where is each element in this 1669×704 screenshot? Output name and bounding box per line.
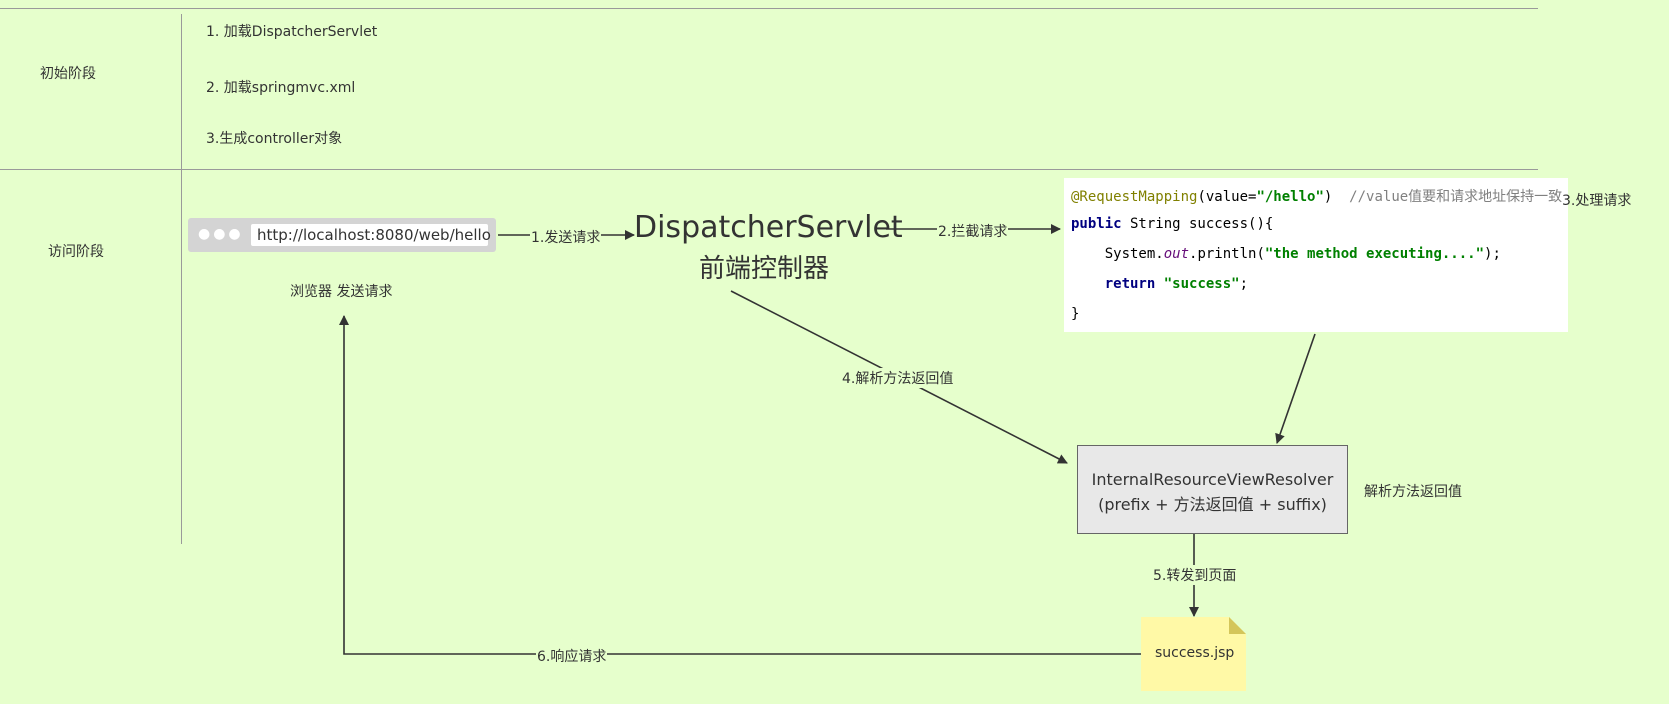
top-divider bbox=[0, 8, 1538, 9]
code-line-3: System.out.println("the method executing… bbox=[1071, 246, 1501, 262]
edge-6-line bbox=[339, 315, 1141, 655]
edge-4-label: 4.解析方法返回值 bbox=[841, 368, 955, 388]
browser-caption: 浏览器 发送请求 bbox=[290, 284, 393, 300]
browser-dots-icon: ●●● bbox=[198, 226, 244, 242]
edge-1-label: 1.发送请求 bbox=[530, 227, 602, 247]
jsp-note-fold bbox=[1229, 617, 1246, 634]
init-step-1: 1. 加载DispatcherServlet bbox=[206, 24, 378, 40]
browser-url-field: http://localhost:8080/web/hello bbox=[251, 224, 491, 246]
resolver-formula: (prefix + 方法返回值 + suffix) bbox=[1098, 495, 1327, 514]
jsp-label: success.jsp bbox=[1155, 645, 1235, 661]
code-line-4: return "success"; bbox=[1104, 276, 1249, 292]
code-line-2: public String success(){ bbox=[1071, 216, 1274, 232]
dispatcher-subtitle: 前端控制器 bbox=[698, 254, 829, 284]
code-line-1: @RequestMapping(value="/hello") //value值… bbox=[1071, 189, 1563, 205]
lane-header-divider bbox=[181, 14, 182, 544]
code-line-5: } bbox=[1071, 306, 1080, 322]
edge-3-line bbox=[1275, 333, 1316, 444]
resolver-name: InternalResourceViewResolver bbox=[1091, 470, 1334, 489]
init-step-3: 3.生成controller对象 bbox=[206, 131, 343, 147]
jsp-note bbox=[1141, 617, 1246, 691]
init-step-2: 2. 加载springmvc.xml bbox=[206, 80, 356, 96]
edge-5-label: 5.转发到页面 bbox=[1152, 565, 1238, 585]
access-phase-label: 访问阶段 bbox=[48, 244, 104, 260]
init-phase-label: 初始阶段 bbox=[40, 66, 96, 82]
edge-3-label: 3.处理请求 bbox=[1562, 193, 1632, 209]
resolver-note: 解析方法返回值 bbox=[1364, 484, 1462, 500]
dispatcher-title: DispatcherServlet bbox=[634, 210, 903, 245]
browser-bar: ●●● http://localhost:8080/web/hello bbox=[188, 218, 496, 252]
view-resolver-box: InternalResourceViewResolver (prefix + 方… bbox=[1077, 445, 1348, 534]
code-snippet: @RequestMapping(value="/hello") //value值… bbox=[1064, 178, 1568, 332]
phase-divider bbox=[0, 169, 1538, 170]
edge-2-label: 2.拦截请求 bbox=[937, 221, 1009, 241]
edge-6-label: 6.响应请求 bbox=[536, 646, 608, 666]
